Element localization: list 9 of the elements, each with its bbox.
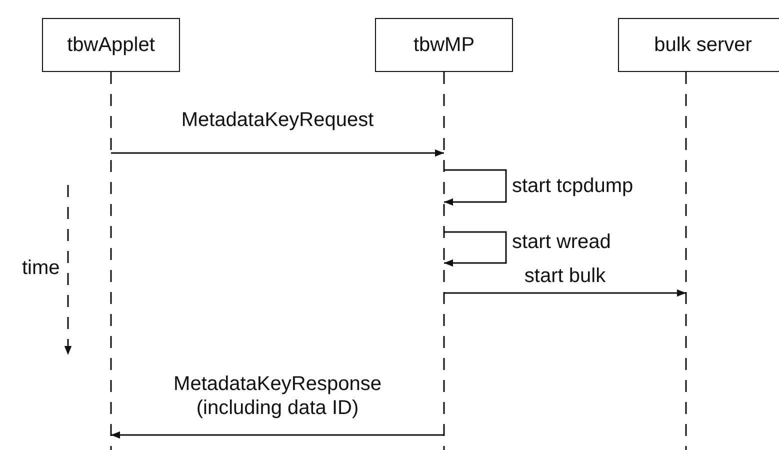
participant-box: tbwMP <box>375 18 513 72</box>
arrow <box>111 431 444 439</box>
arrow <box>444 289 686 297</box>
arrow <box>444 231 507 267</box>
arrow <box>444 169 507 206</box>
participant-box: tbwApplet <box>42 18 180 72</box>
participant-box: bulk server <box>618 18 779 72</box>
axis-label: time <box>22 256 60 280</box>
arrow <box>111 149 444 157</box>
